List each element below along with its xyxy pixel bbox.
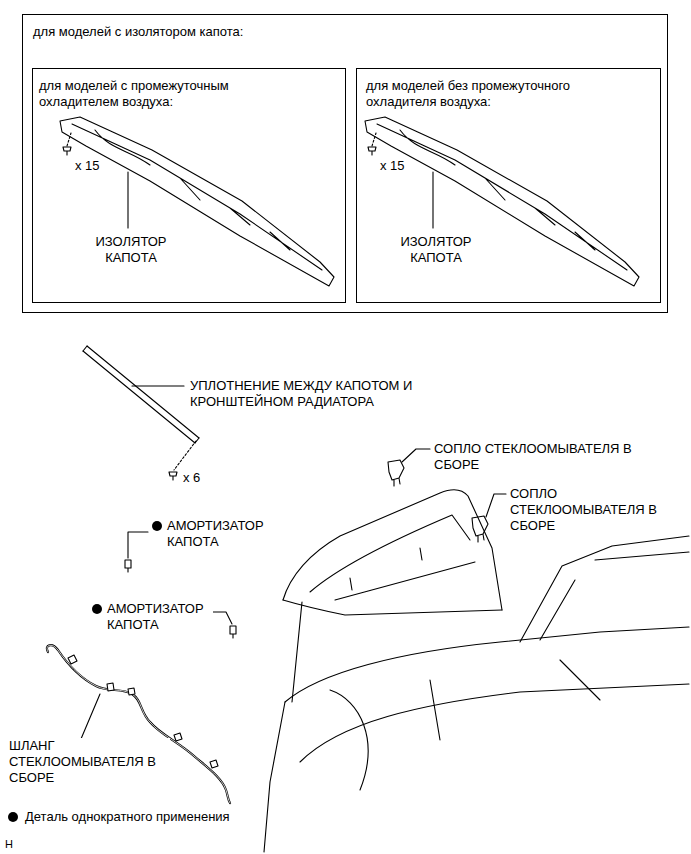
legend-dot (8, 812, 18, 822)
seal-end (83, 346, 199, 443)
engine-bay (330, 660, 600, 790)
washer-nozzle (388, 449, 430, 486)
hood-panel (283, 600, 502, 615)
bolt-symbol (63, 147, 71, 155)
hood-insulator (60, 117, 334, 286)
hood-insulator (365, 117, 639, 286)
variant-box: для моделей с промежуточным охладителем … (32, 68, 346, 303)
condition-heading: для моделей без промежуточного охладител… (366, 78, 628, 110)
leader-line (128, 532, 148, 558)
insulator-detail (72, 124, 322, 270)
windshield (520, 536, 689, 642)
part-name: ИЗОЛЯТОР КАПОТА (85, 234, 177, 266)
leader-line (402, 449, 430, 462)
clip-symbol (169, 472, 177, 480)
quantity-note: x 15 (380, 158, 420, 174)
hood-detail (310, 515, 475, 600)
prop-rod (292, 602, 302, 702)
hood-seal (83, 346, 199, 480)
insulator-detail (377, 124, 627, 270)
body-line (300, 684, 689, 762)
leader-line (432, 172, 433, 228)
condition-heading: для моделей с промежуточным охладителем … (39, 78, 309, 110)
part-name: АМОРТИЗАТОР КАПОТА (166, 518, 273, 550)
body-line (285, 627, 689, 702)
leader-line (127, 172, 128, 228)
part-name: СОПЛО СТЕКЛООМЫВАТЕЛЯ В СБОРЕ (433, 441, 650, 473)
damper-symbol (230, 626, 236, 638)
clip-leader (174, 441, 196, 470)
part-name: ИЗОЛЯТОР КАПОТА (390, 234, 482, 266)
legend-text: Деталь однократного применения (24, 809, 231, 825)
nozzle-symbol (388, 460, 404, 486)
part-name: УПЛОТНЕНИЕ МЕЖДУ КАПОТОМ И КРОНШТЕЙНОМ Р… (189, 378, 436, 410)
vehicle-hood (264, 490, 689, 852)
leader-line (486, 494, 506, 517)
fender-line (264, 702, 285, 852)
quantity-note: x 6 (182, 470, 201, 486)
hood-damper (125, 521, 162, 572)
bolt-symbol (368, 147, 376, 155)
part-name: СОПЛО СТЕКЛООМЫВАТЕЛЯ В СБОРЕ (509, 486, 676, 534)
damper-symbol (125, 560, 131, 572)
nozzle-symbol (472, 516, 488, 542)
insulator-outline (60, 117, 334, 286)
quantity-note: x 15 (75, 158, 115, 174)
bolt-leader (372, 133, 376, 146)
leader-line (132, 385, 184, 386)
condition-heading: для моделей с изолятором капота: (33, 24, 633, 40)
one-use-dot (92, 604, 102, 614)
insulator-outline (365, 117, 639, 286)
hood-panel (283, 490, 502, 610)
part-name: АМОРТИЗАТОР КАПОТА (106, 601, 213, 633)
condition-frame: для моделей с изолятором капота: для моде… (22, 14, 668, 313)
bolt-leader (67, 133, 71, 146)
one-use-dot (152, 521, 162, 531)
seal-bar (83, 346, 199, 443)
variant-box: для моделей без промежуточного охладител… (356, 68, 661, 303)
figure-code: H (4, 836, 14, 852)
washer-nozzle (472, 494, 506, 542)
part-name: ШЛАНГ СТЕКЛООМЫВАТЕЛЯ В СБОРЕ (8, 738, 170, 786)
